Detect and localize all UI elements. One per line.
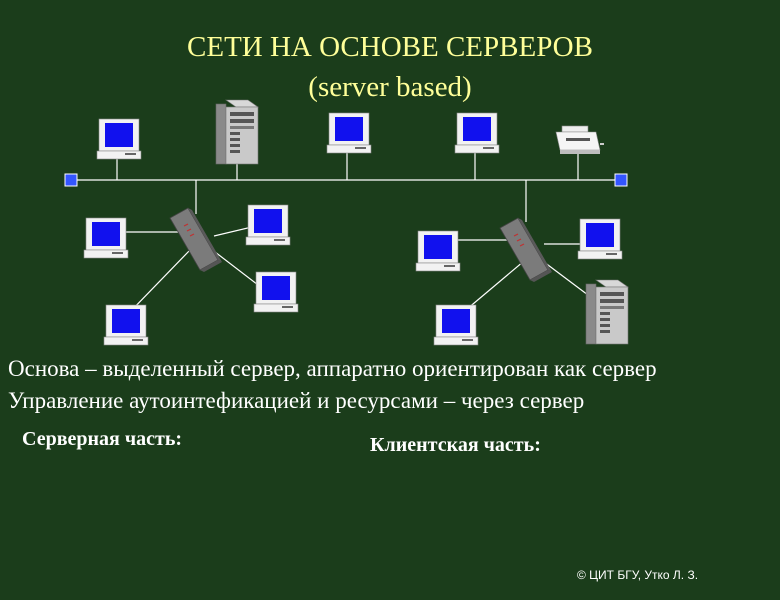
hub-icon bbox=[499, 217, 553, 283]
computer-icon bbox=[577, 218, 623, 260]
computer-icon bbox=[454, 112, 500, 154]
computer-icon bbox=[83, 217, 129, 259]
computer-icon bbox=[245, 204, 291, 246]
body-text-line-1: Основа – выделенный сервер, аппаратно ор… bbox=[8, 356, 657, 381]
network-links bbox=[71, 150, 621, 321]
bus-terminator-icon bbox=[614, 173, 628, 187]
computer-icon bbox=[326, 112, 372, 154]
computer-icon bbox=[415, 230, 461, 272]
body-text-line-2: Управление аутоинтефикацией и ресурсами … bbox=[8, 388, 585, 413]
slide-title: СЕТИ НА ОСНОВЕ СЕРВЕРОВ bbox=[187, 31, 593, 63]
slide-subtitle: (server based) bbox=[308, 71, 472, 103]
computer-icon bbox=[96, 118, 142, 160]
server-part-label: Серверная часть: bbox=[22, 428, 183, 450]
computer-icon bbox=[103, 304, 149, 346]
client-part-label: Клиентская часть: bbox=[370, 434, 541, 456]
printer-icon bbox=[555, 125, 605, 155]
computer-icon bbox=[253, 271, 299, 313]
footer-copyright: © ЦИТ БГУ, Утко Л. З. bbox=[577, 568, 699, 582]
computer-icon bbox=[433, 304, 479, 346]
server-tower-icon bbox=[585, 279, 629, 345]
bus-terminator-icon bbox=[64, 173, 78, 187]
server-tower-icon bbox=[215, 99, 259, 165]
